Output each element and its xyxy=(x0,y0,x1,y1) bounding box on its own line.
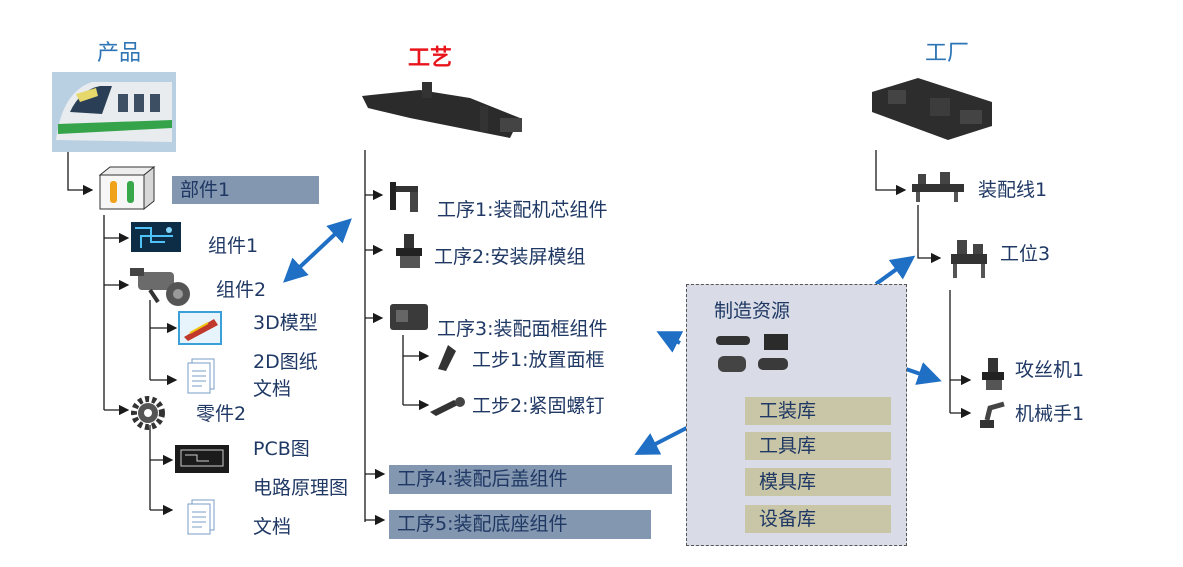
resource-item-label: 模具库 xyxy=(759,471,817,493)
tapping-machine-icon xyxy=(978,356,1008,392)
doc2-label[interactable]: 文档 xyxy=(253,516,292,538)
pcb-icon xyxy=(175,445,229,473)
assembly2-label[interactable]: 组件2 xyxy=(216,279,267,301)
part-bar[interactable]: 部件1 xyxy=(172,176,319,204)
gear-icon xyxy=(130,395,166,431)
resource-title: 制造资源 xyxy=(714,300,791,322)
header-product: 产品 xyxy=(97,41,142,66)
step2-screwdriver-icon xyxy=(428,394,468,416)
op4-label: 工序4:装配后盖组件 xyxy=(397,468,568,490)
robot-label[interactable]: 机械手1 xyxy=(1015,403,1085,425)
op5-label: 工序5:装配底座组件 xyxy=(397,513,568,535)
assembly-circuit-icon xyxy=(131,222,181,252)
op3-machine-icon xyxy=(386,300,434,336)
tapper-label[interactable]: 攻丝机1 xyxy=(1015,359,1085,381)
drawing2d-label[interactable]: 2D图纸 xyxy=(253,351,318,373)
step1-label[interactable]: 工步1:放置面框 xyxy=(472,349,605,371)
resource-item-label: 设备库 xyxy=(759,508,817,530)
op3-label[interactable]: 工序3:装配面框组件 xyxy=(437,318,608,340)
step2-label[interactable]: 工步2:紧固螺钉 xyxy=(472,395,605,417)
resource-item-label: 工装库 xyxy=(759,400,817,422)
line-label[interactable]: 装配线1 xyxy=(978,179,1048,201)
resource-item-label: 工具库 xyxy=(759,435,817,457)
workstation-icon xyxy=(945,236,993,280)
assembly-engine-icon xyxy=(128,262,198,310)
model-3d-icon xyxy=(178,311,222,345)
part-label: 部件1 xyxy=(180,179,231,201)
resource-item[interactable]: 工装库 xyxy=(745,397,891,425)
op2-machine-icon xyxy=(392,232,428,270)
part-cube-icon xyxy=(96,165,158,211)
step1-tool-icon xyxy=(432,341,462,373)
doc1-label[interactable]: 文档 xyxy=(253,378,292,400)
resource-item[interactable]: 工具库 xyxy=(745,432,891,460)
production-line-image xyxy=(360,78,526,144)
document-icon xyxy=(186,498,216,536)
header-factory: 工厂 xyxy=(925,41,970,66)
header-process: 工艺 xyxy=(408,46,453,71)
pcb-label[interactable]: PCB图 xyxy=(253,438,310,460)
resource-parts-icon xyxy=(714,332,794,376)
station-label[interactable]: 工位3 xyxy=(1000,243,1051,265)
op1-label[interactable]: 工序1:装配机芯组件 xyxy=(437,199,608,221)
assembly1-label[interactable]: 组件1 xyxy=(208,235,259,257)
resource-item[interactable]: 模具库 xyxy=(745,468,891,496)
document-icon xyxy=(186,357,216,395)
model3d-label[interactable]: 3D模型 xyxy=(253,312,318,334)
op2-label[interactable]: 工序2:安装屏模组 xyxy=(434,246,586,268)
train-product-image xyxy=(52,72,176,152)
component2-label[interactable]: 零件2 xyxy=(196,403,247,425)
assembly-line-icon xyxy=(908,170,968,206)
op4-bar[interactable]: 工序4:装配后盖组件 xyxy=(389,465,672,494)
factory-line-image xyxy=(868,72,996,142)
robot-arm-icon xyxy=(976,398,1010,430)
op1-machine-icon xyxy=(386,178,430,214)
op5-bar[interactable]: 工序5:装配底座组件 xyxy=(389,510,651,539)
resource-item[interactable]: 设备库 xyxy=(745,505,891,533)
schematic-label[interactable]: 电路原理图 xyxy=(253,477,349,499)
